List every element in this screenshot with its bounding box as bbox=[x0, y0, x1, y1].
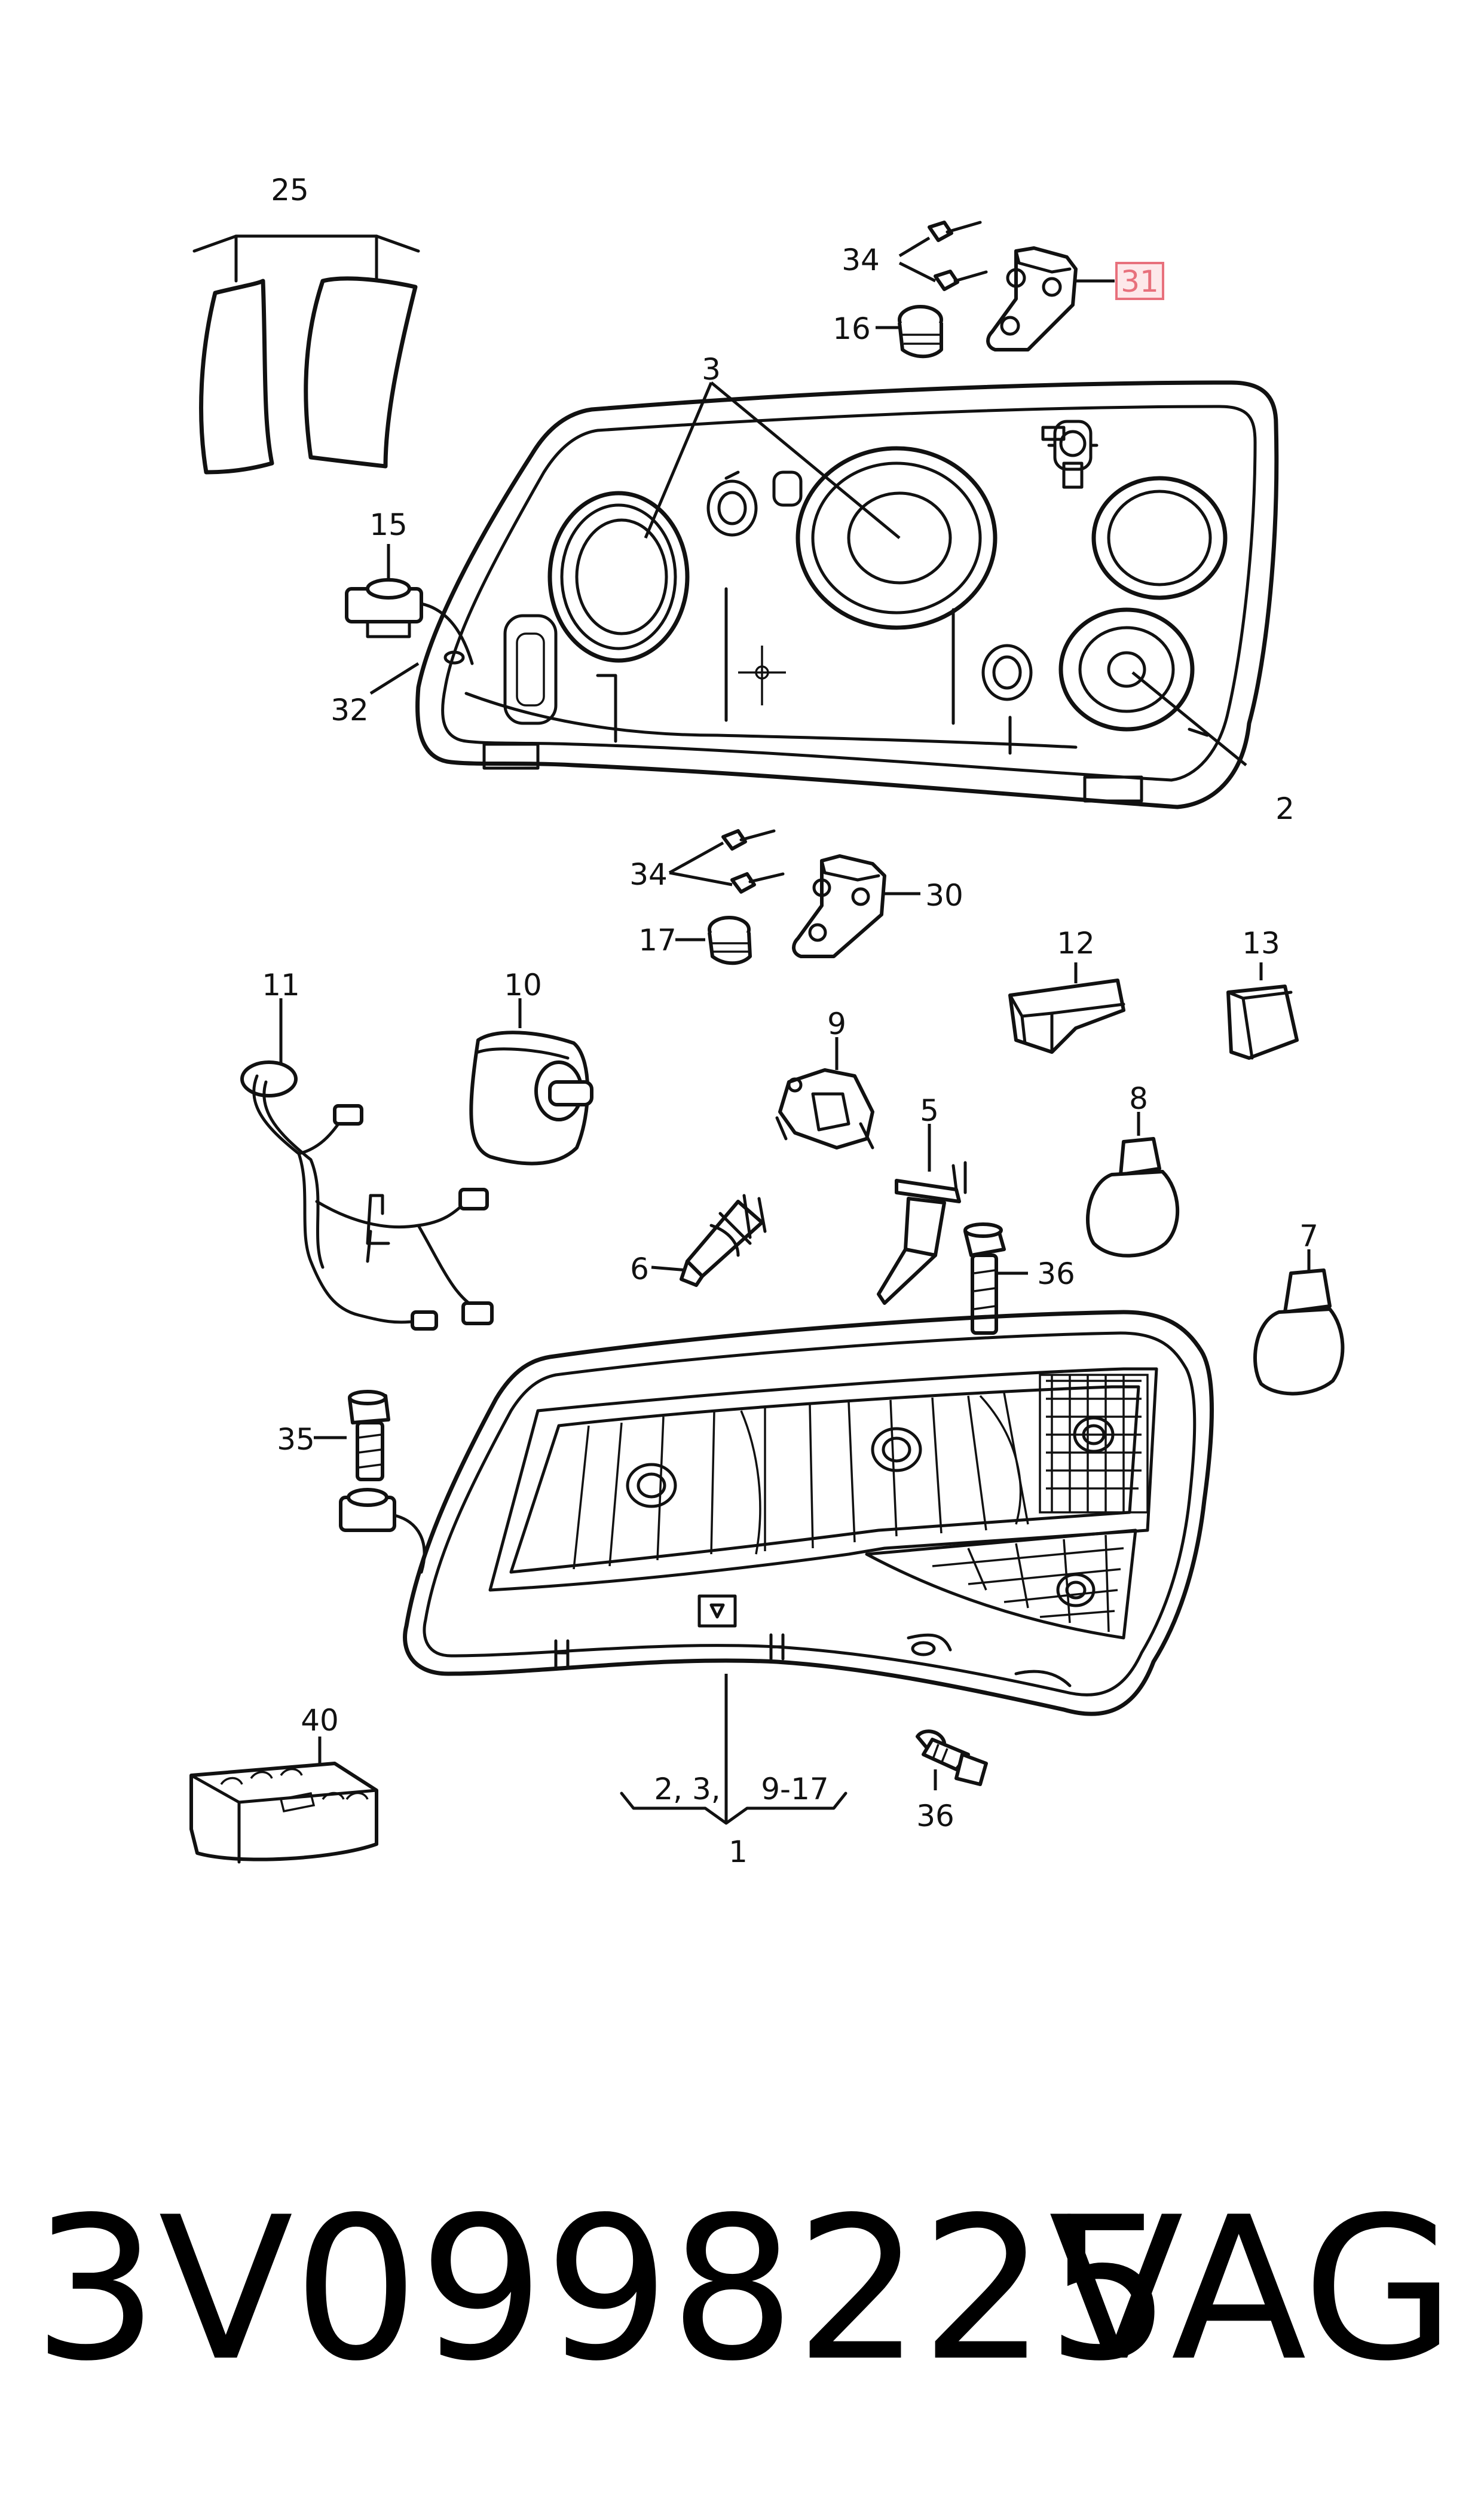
part-9-socket bbox=[775, 1037, 874, 1150]
headlamp-assembly-front bbox=[339, 1310, 1214, 1716]
part-number-text: 3V0998225A bbox=[33, 2175, 1307, 2404]
callout-36-bottom: 36 bbox=[916, 1799, 954, 1833]
part-35-bolt bbox=[314, 1390, 390, 1481]
part-17-grommet bbox=[675, 916, 752, 965]
callout-3: 3 bbox=[702, 352, 721, 387]
part-1-group-bracket bbox=[620, 1674, 847, 1825]
callout-35: 35 bbox=[277, 1422, 315, 1457]
part-25-lens-covers bbox=[192, 234, 420, 475]
callout-31: 31 bbox=[1121, 264, 1159, 299]
callout-2: 2 bbox=[1275, 791, 1295, 826]
callout-5: 5 bbox=[920, 1093, 939, 1128]
callout-9: 9 bbox=[827, 1007, 846, 1041]
callout-30: 30 bbox=[925, 878, 963, 913]
part-number-footer: 3V0998225A VAG bbox=[33, 2158, 1455, 2433]
part-16-grommet bbox=[876, 305, 943, 359]
callout-34-top: 34 bbox=[842, 243, 880, 277]
part-31-bracket bbox=[986, 246, 1115, 351]
callout-6: 6 bbox=[630, 1252, 649, 1286]
callout-15: 15 bbox=[369, 508, 408, 542]
callout-10: 10 bbox=[504, 968, 542, 1002]
headlamp-housing-rear bbox=[415, 380, 1279, 809]
callout-7: 7 bbox=[1299, 1219, 1318, 1254]
part-7-bulb bbox=[1253, 1249, 1345, 1396]
part-34-screws-top bbox=[898, 221, 988, 291]
callout-32: 32 bbox=[331, 693, 369, 727]
callout-1: 1 bbox=[729, 1835, 748, 1869]
parts-exploded-diagram: 25 34 31 16 3 15 32 2 34 30 17 12 13 11 … bbox=[189, 173, 1345, 1869]
part-34-screws-middle bbox=[668, 829, 785, 894]
callout-8: 8 bbox=[1129, 1081, 1148, 1116]
part-8-bulb bbox=[1086, 1112, 1180, 1258]
callout-labels: 25 34 31 16 3 15 32 2 34 30 17 12 13 11 … bbox=[262, 173, 1318, 1869]
callout-16: 16 bbox=[833, 311, 871, 346]
callout-12: 12 bbox=[1057, 926, 1095, 961]
part-13-module bbox=[1226, 962, 1299, 1060]
callout-40: 40 bbox=[301, 1703, 339, 1738]
callout-31-highlight bbox=[1115, 262, 1164, 300]
callout-17: 17 bbox=[638, 923, 677, 958]
leaders-top bbox=[644, 381, 1247, 766]
part-15-plug bbox=[345, 544, 474, 695]
part-12-control-unit bbox=[1008, 962, 1125, 1054]
callout-25: 25 bbox=[271, 173, 309, 207]
callout-11: 11 bbox=[262, 968, 300, 1002]
part-30-bracket bbox=[792, 854, 920, 958]
callout-9-17: 9-17 bbox=[761, 1772, 828, 1806]
part-11-wiring-harness bbox=[240, 998, 494, 1331]
part-10-actuator bbox=[469, 998, 593, 1166]
part-36-bolt-middle bbox=[963, 1222, 1028, 1335]
callout-2-3: 2, 3, bbox=[654, 1772, 720, 1806]
part-5-bulb bbox=[877, 1124, 967, 1305]
part-36-bolt-bottom bbox=[916, 1729, 988, 1790]
brand-text: VAG bbox=[1048, 2175, 1455, 2404]
part-40-repair-kit bbox=[189, 1737, 378, 1864]
callout-34-middle: 34 bbox=[629, 857, 668, 892]
part-6-bulb bbox=[651, 1194, 767, 1287]
callout-36-middle: 36 bbox=[1037, 1257, 1075, 1291]
callout-13: 13 bbox=[1242, 926, 1280, 961]
